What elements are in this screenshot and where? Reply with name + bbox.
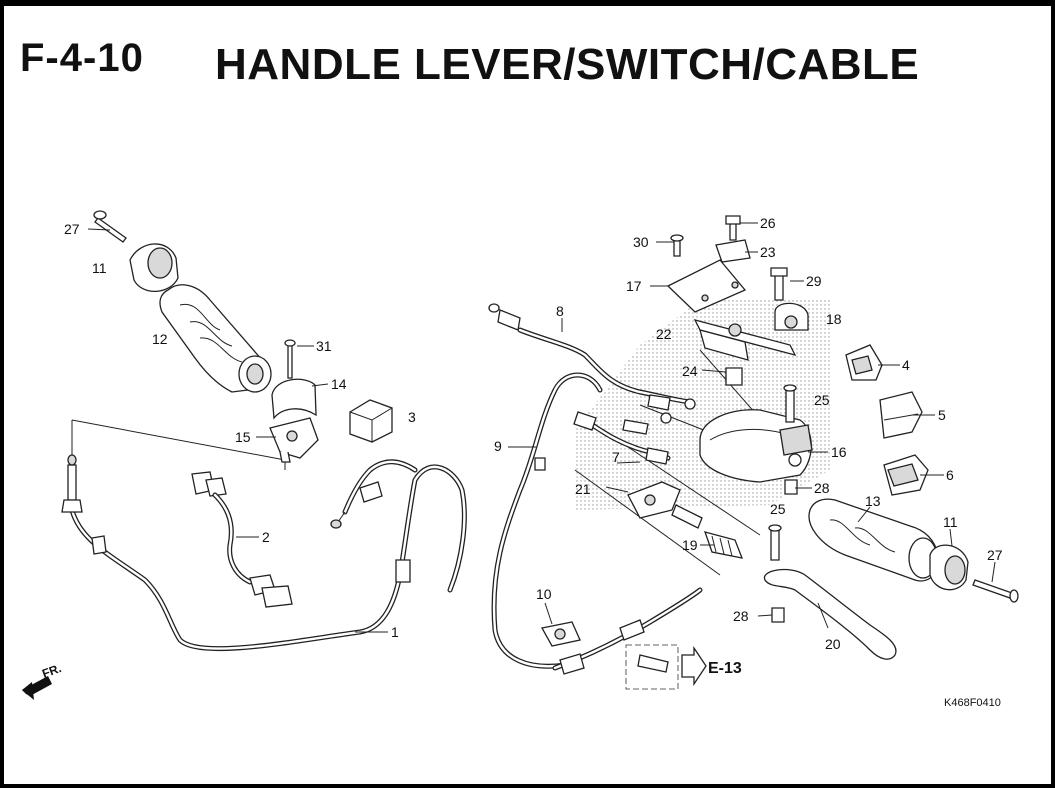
right-end-screw [972,579,1019,603]
left-end-screw [93,210,127,243]
callout-25-upper: 25 [814,392,830,408]
callout-27-left: 27 [64,221,80,237]
callout-24: 24 [682,363,698,379]
callout-13: 13 [865,493,881,509]
bolt-29 [770,267,788,301]
left-grip [159,284,272,393]
callout-30: 30 [633,234,649,250]
callout-19: 19 [682,537,698,553]
page-title: HANDLE LEVER/SWITCH/CABLE [215,40,920,89]
callout-17: 17 [626,278,642,294]
leader-lines [87,222,996,633]
callout-11-right: 11 [943,514,958,530]
front-arrow-icon [22,676,52,700]
drawing-code: K468F0410 [944,697,1001,709]
clamp-18 [774,302,809,331]
wire-harness-2 [191,471,293,608]
bolt-26 [725,215,741,241]
callout-7: 7 [612,449,620,465]
lever-bracket-21 [627,481,703,529]
callout-12: 12 [152,331,168,347]
callout-22: 22 [656,326,672,342]
callout-25-lower: 25 [770,501,786,517]
switch-housing-16 [699,409,813,483]
bracket-22 [693,319,797,361]
cover-17 [666,259,747,313]
callout-28-lower: 28 [733,608,749,624]
callout-26: 26 [760,215,776,231]
pin-25 [768,384,797,561]
callout-1: 1 [391,624,399,640]
callout-11-left: 11 [92,260,107,276]
callout-2: 2 [262,529,270,545]
callout-8: 8 [556,303,564,319]
callout-27-right: 27 [987,547,1003,563]
brake-lever-20 [764,568,897,660]
callout-10: 10 [536,586,552,602]
callout-29: 29 [806,273,822,289]
right-grip [808,498,940,582]
throttle-housing-15 [269,417,319,463]
callout-31: 31 [316,338,332,354]
callout-5: 5 [938,407,946,423]
callout-6: 6 [946,467,954,483]
stop-switch-cable-7 [573,411,672,465]
callout-3: 3 [408,409,416,425]
reference-label: E-13 [708,660,742,677]
callout-18: 18 [826,311,842,327]
switch-3 [349,399,393,443]
callout-28-upper: 28 [814,480,830,496]
plate-23 [715,239,751,263]
throttle-holder-14 [271,378,317,420]
callout-21: 21 [575,481,591,497]
reference-box [625,644,707,690]
callout-20: 20 [825,636,841,652]
throttle-cable-1 [61,454,467,652]
section-code: F-4-10 [20,36,144,80]
front-label: FR. [40,661,63,681]
screw-30 [670,234,684,257]
callout-labels: 1 2 3 4 5 6 7 8 9 10 11 11 12 13 14 15 1… [64,215,1003,652]
left-bar-end-weight [129,243,179,292]
grommet-24 [725,367,743,386]
switch-4 [845,344,883,381]
callout-9: 9 [494,438,502,454]
right-bar-end-weight [929,544,969,591]
switch-6 [883,454,929,496]
callout-4: 4 [902,357,910,373]
cable-10 [540,587,703,675]
callout-14: 14 [331,376,347,392]
callout-15: 15 [235,429,251,445]
screw-31 [284,339,296,379]
nut-28 [771,479,798,623]
callout-16: 16 [831,444,847,460]
cable-8 [488,303,696,411]
brake-cable-9 [491,372,603,669]
callout-23: 23 [760,244,776,260]
